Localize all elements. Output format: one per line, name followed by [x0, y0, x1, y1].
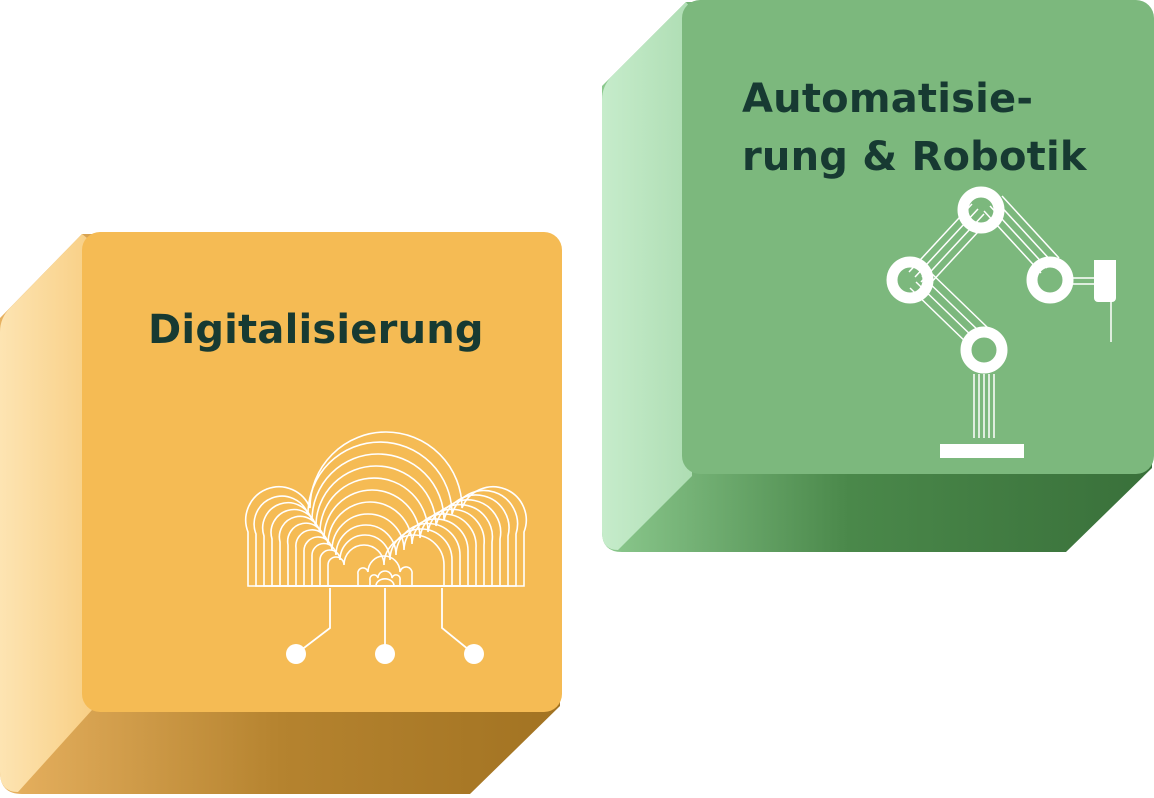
- card-automatisierung-robotik: Automatisie- rung & Robotik: [600, 0, 1154, 556]
- cloud-network-icon: [245, 431, 527, 664]
- card-digitalisierung: Digitalisierung: [0, 232, 564, 798]
- robot-arm-icon: [886, 186, 1116, 458]
- cube-automatisierung-shape: [602, 0, 1154, 552]
- card-title-digitalisierung: Digitalisierung: [148, 307, 484, 353]
- card-title-automatisierung-robotik: Automatisie- rung & Robotik: [742, 76, 1087, 180]
